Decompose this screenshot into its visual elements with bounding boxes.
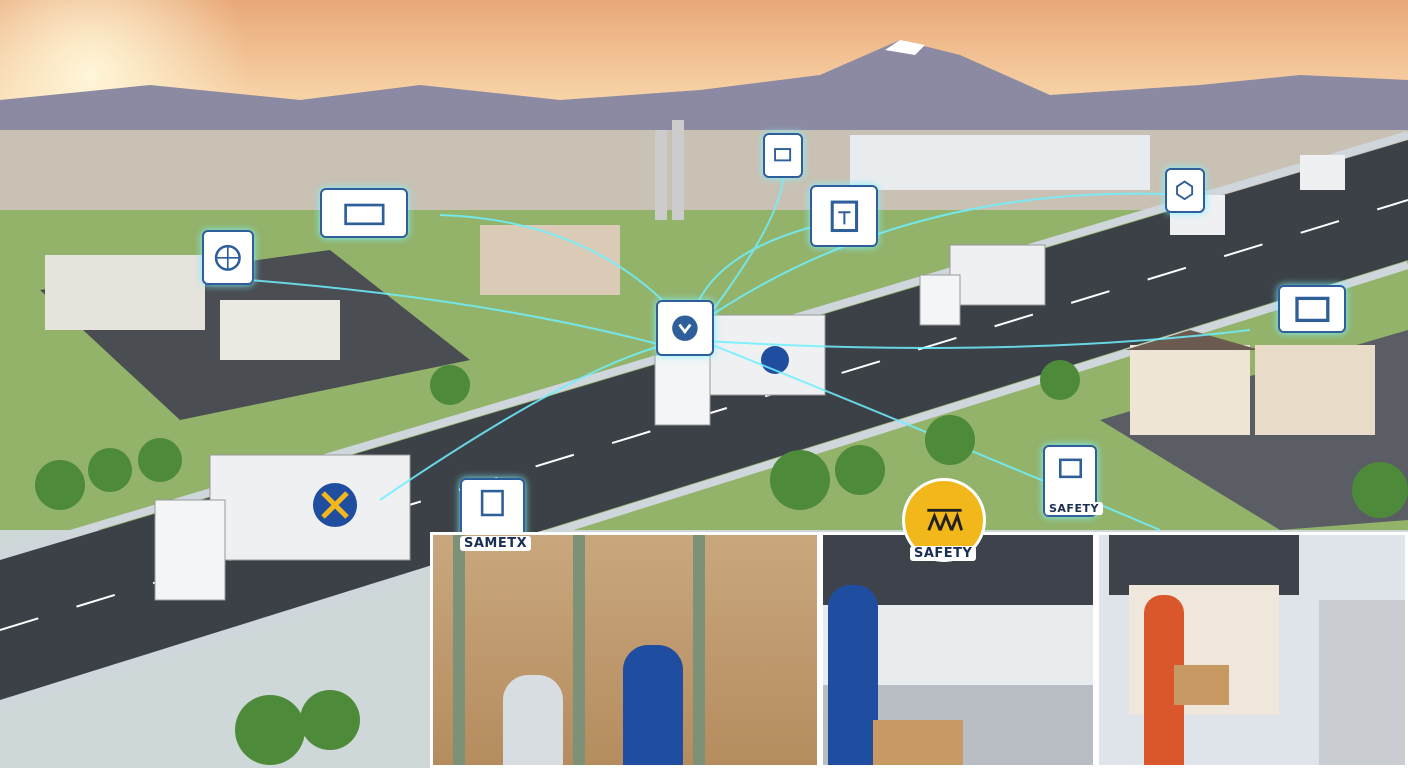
safety-symbol-icon xyxy=(926,508,963,531)
box-badge-icon xyxy=(1165,168,1205,213)
warehouse-badge-label: SAMETX xyxy=(460,536,532,551)
truck-front xyxy=(154,454,411,601)
residential-panel xyxy=(1096,532,1408,768)
center-badge-label: SAFETY xyxy=(910,546,977,561)
house xyxy=(1130,345,1250,435)
mountains xyxy=(0,40,1408,150)
warehouse-panel xyxy=(430,532,820,768)
device-badge-icon xyxy=(1278,285,1346,333)
warehouse-building xyxy=(45,255,205,330)
right-badge-label: SAFETY xyxy=(1045,502,1103,515)
globe-badge-icon xyxy=(202,230,254,285)
factory-badge-icon xyxy=(320,188,408,238)
document-badge-icon xyxy=(810,185,878,247)
monitor-badge-icon xyxy=(763,133,803,178)
trees xyxy=(35,360,1408,765)
office-panel xyxy=(820,532,1096,768)
shield-badge-icon xyxy=(656,300,714,356)
